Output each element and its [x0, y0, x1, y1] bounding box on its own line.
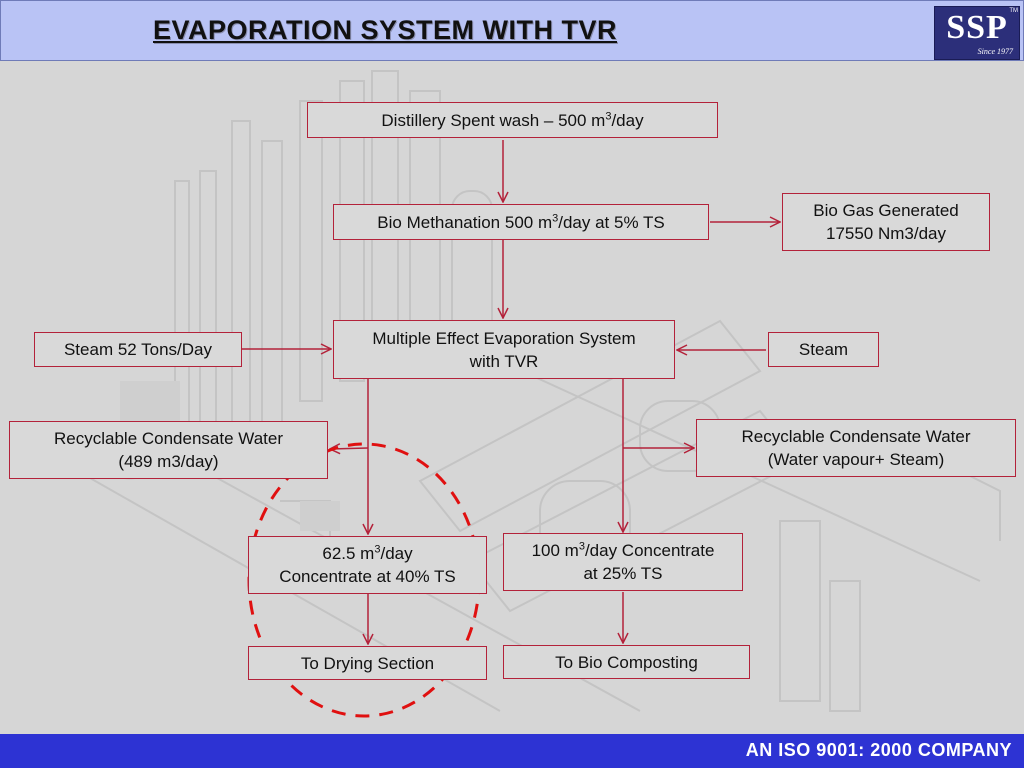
header-bar: EVAPORATION SYSTEM WITH TVR SSP Since 19… — [0, 0, 1024, 61]
spent-wash-label: Distillery Spent wash – 500 m3/day — [381, 109, 644, 130]
ssp-logo: SSP Since 1977 TM — [934, 6, 1020, 60]
drying-section-box: To Drying Section — [248, 646, 487, 680]
bio-gas-line1: Bio Gas Generated — [813, 201, 959, 220]
condensate-right-box: Recyclable Condensate Water (Water vapou… — [696, 419, 1016, 477]
bio-methanation-box: Bio Methanation 500 m3/day at 5% TS — [333, 204, 709, 240]
steam-52-label: Steam 52 Tons/Day — [63, 340, 213, 359]
mee-box: Multiple Effect Evaporation System with … — [333, 320, 675, 379]
spent-wash-box: Distillery Spent wash – 500 m3/day — [307, 102, 718, 138]
concentrate-40-line1: 62.5 m3/day — [322, 543, 413, 563]
concentrate-25-box: 100 m3/day Concentrate at 25% TS — [503, 533, 743, 591]
mee-line1: Multiple Effect Evaporation System — [372, 328, 636, 348]
logo-trademark: TM — [1009, 8, 1018, 14]
condensate-left-box: Recyclable Condensate Water (489 m3/day) — [9, 421, 328, 479]
concentrate-25-line1: 100 m3/day Concentrate — [531, 540, 715, 560]
bio-composting-label: To Bio Composting — [555, 652, 698, 672]
footer-bar: AN ISO 9001: 2000 COMPANY — [0, 734, 1024, 768]
bio-gas-line2: 17550 Nm3/day — [825, 224, 947, 243]
condensate-left-line2: (489 m3/day) — [118, 452, 219, 471]
footer-text: AN ISO 9001: 2000 COMPANY — [745, 740, 1012, 760]
logo-since: Since 1977 — [977, 47, 1013, 56]
concentrate-25-line2: at 25% TS — [583, 564, 663, 583]
steam-box: Steam — [768, 332, 879, 367]
bio-methanation-label: Bio Methanation 500 m3/day at 5% TS — [377, 211, 665, 232]
condensate-right-line1: Recyclable Condensate Water — [741, 427, 971, 446]
logo-text: SSP — [946, 9, 1008, 46]
concentrate-40-line2: Concentrate at 40% TS — [279, 567, 456, 586]
condensate-right-line2: (Water vapour+ Steam) — [767, 450, 945, 469]
steam-label: Steam — [798, 340, 849, 359]
bio-composting-box: To Bio Composting — [503, 645, 750, 679]
background-plant-illustration — [59, 70, 1001, 712]
page-title: EVAPORATION SYSTEM WITH TVR — [153, 15, 618, 45]
condensate-left-line1: Recyclable Condensate Water — [54, 429, 283, 448]
steam-52-box: Steam 52 Tons/Day — [34, 332, 242, 367]
concentrate-40-box: 62.5 m3/day Concentrate at 40% TS — [248, 536, 487, 594]
bio-gas-box: Bio Gas Generated 17550 Nm3/day — [782, 193, 990, 251]
mee-line2: with TVR — [469, 351, 539, 371]
drying-section-label: To Drying Section — [300, 653, 435, 673]
